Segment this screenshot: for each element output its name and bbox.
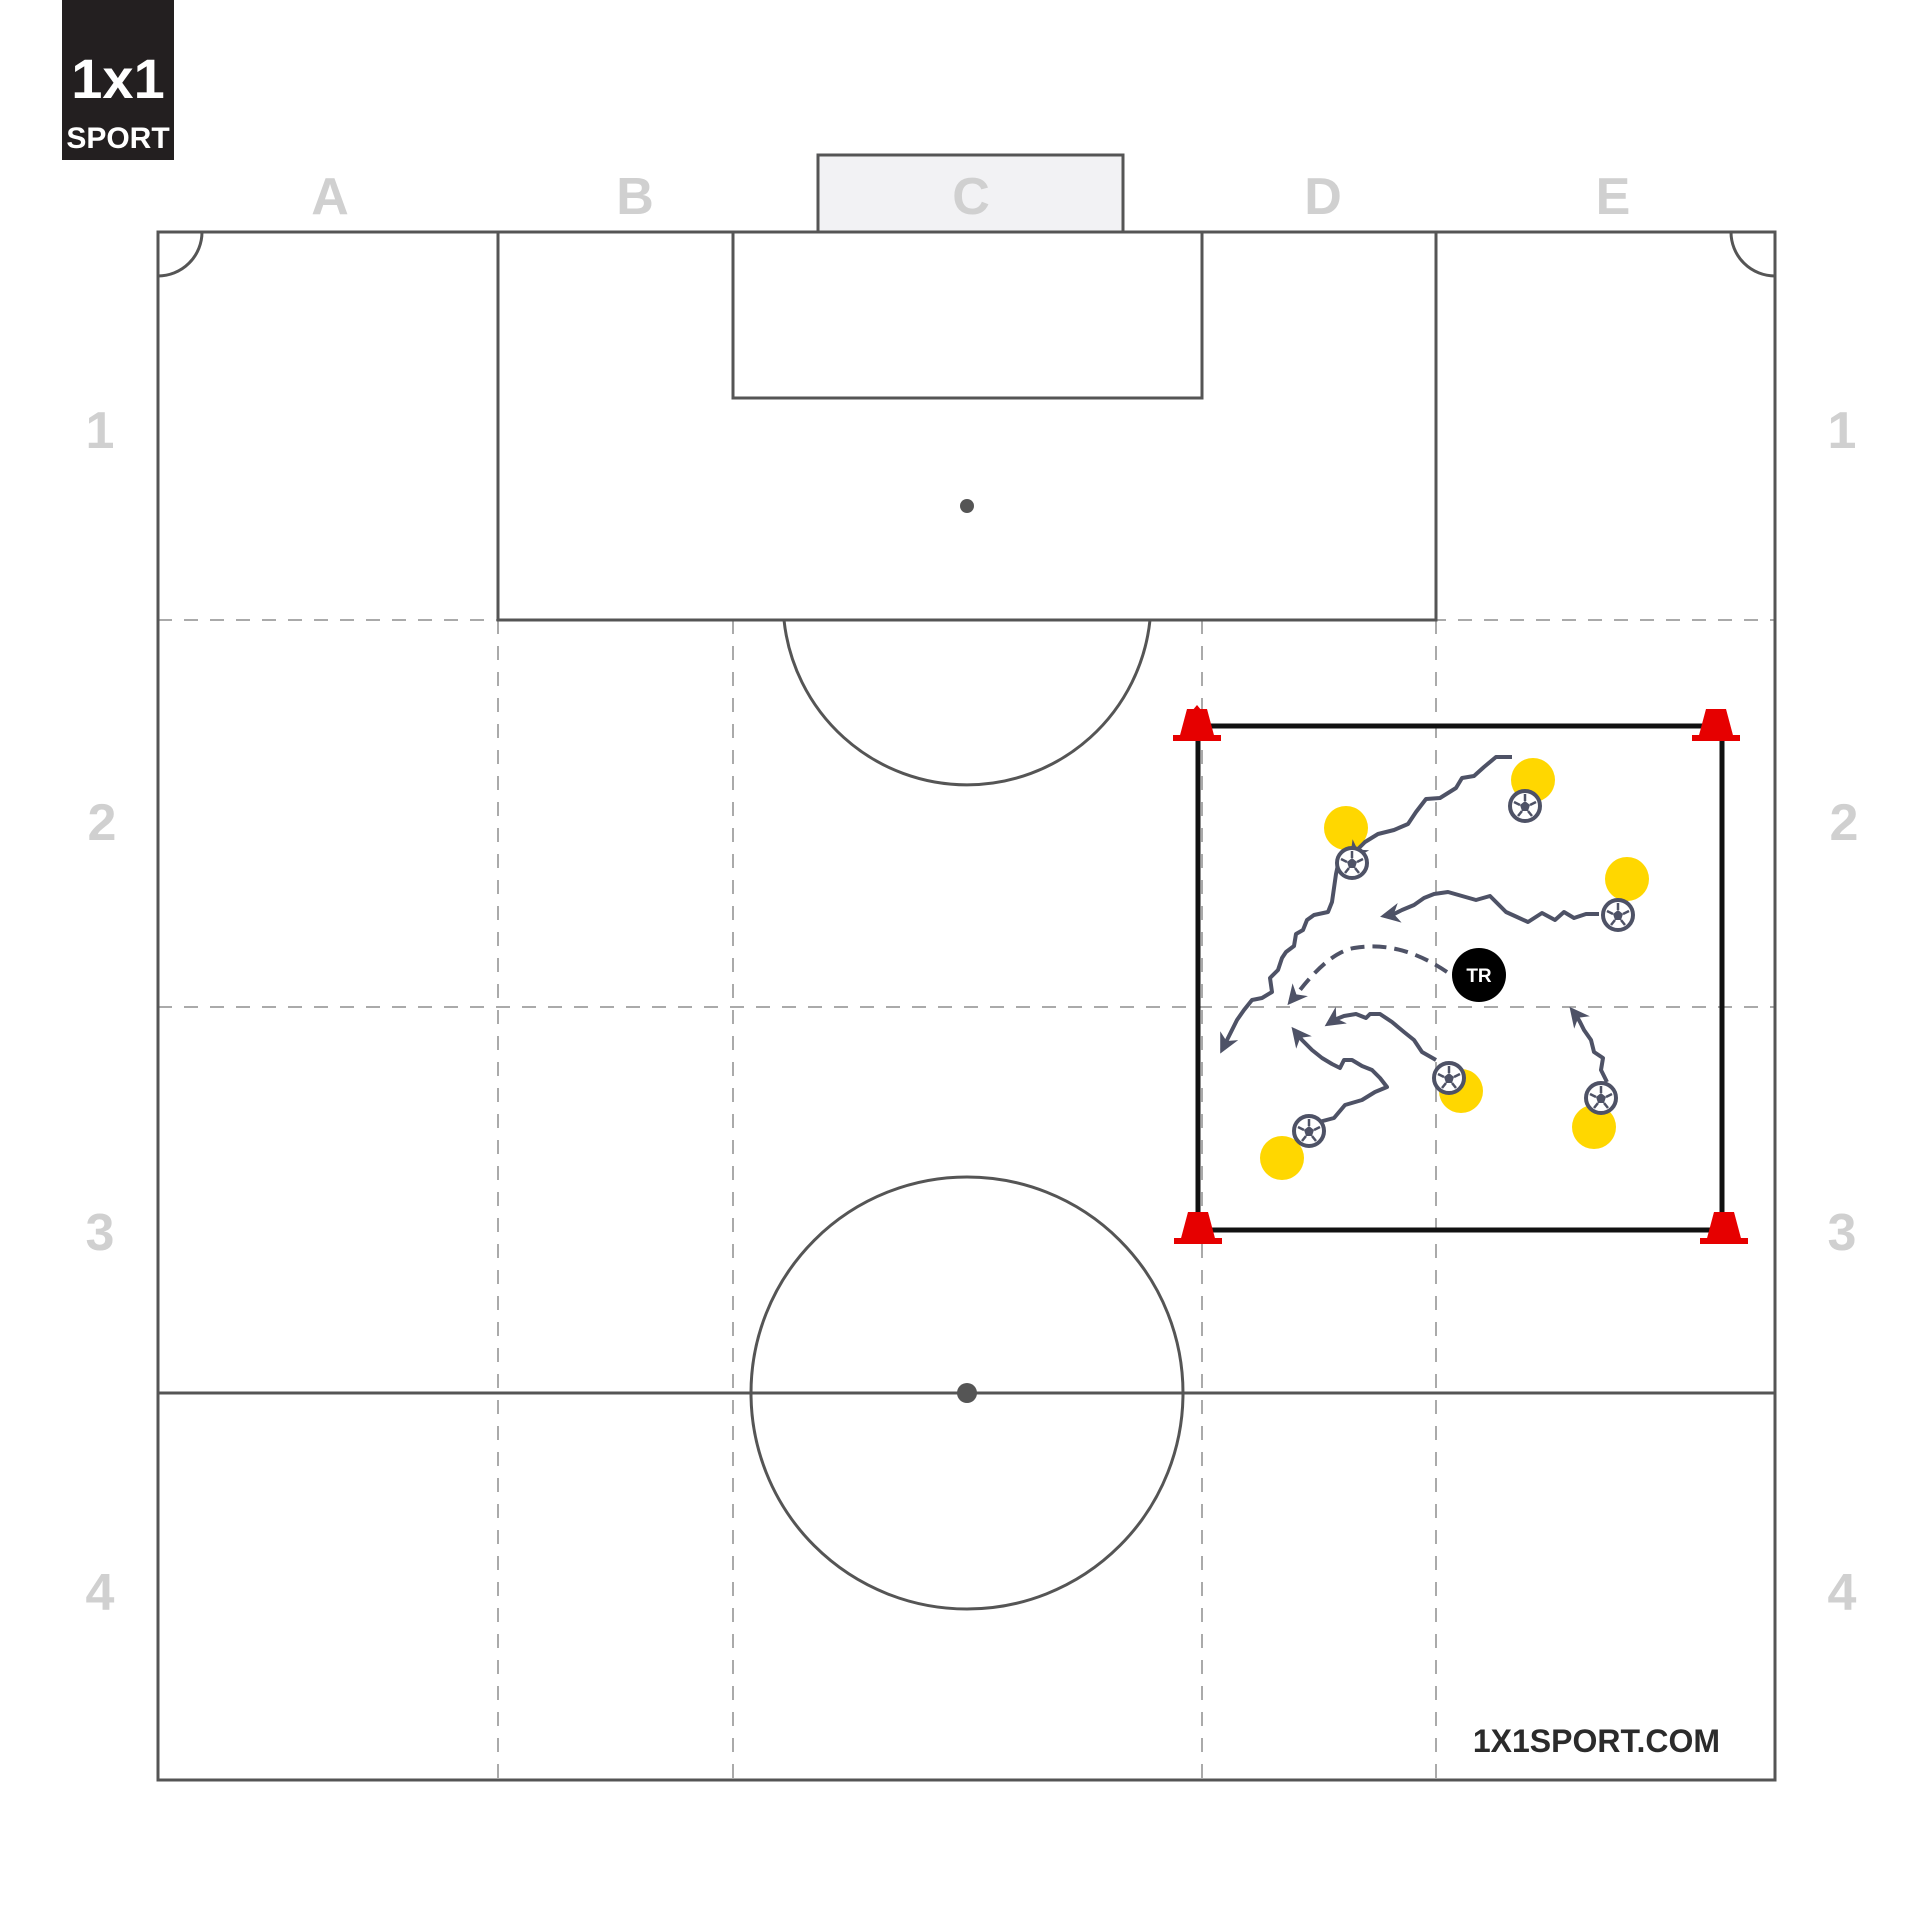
column-label-b: B xyxy=(616,168,654,226)
ball-icon xyxy=(1601,898,1635,932)
dribble-path xyxy=(1380,890,1599,924)
column-labels: A B C D E xyxy=(311,168,1630,226)
player-dot xyxy=(1260,1136,1304,1180)
trainer-label: TR xyxy=(1466,966,1492,987)
penalty-spot xyxy=(960,499,974,513)
row-labels-left: 1 2 3 4 xyxy=(86,402,117,1622)
player-dot xyxy=(1605,857,1649,901)
cones xyxy=(1173,705,1748,1244)
cone-icon xyxy=(1174,1212,1222,1244)
column-label-e: E xyxy=(1596,168,1631,226)
row-label-1-right: 1 xyxy=(1828,402,1857,460)
corner-arc-left xyxy=(157,231,204,278)
player-dot xyxy=(1572,1105,1616,1149)
dribble-paths xyxy=(1220,755,1609,1124)
cone-icon xyxy=(1700,1212,1748,1244)
row-label-4-right: 4 xyxy=(1828,1564,1857,1622)
row-label-1-left: 1 xyxy=(86,402,115,460)
logo-sub: SPORT xyxy=(66,122,169,155)
dribble-path xyxy=(1220,859,1341,1054)
row-label-2-right: 2 xyxy=(1830,794,1859,852)
pitch-lines xyxy=(156,230,1777,1782)
column-label-d: D xyxy=(1304,168,1342,226)
dribble-path xyxy=(1569,1006,1609,1083)
ball-icon xyxy=(1584,1081,1618,1115)
drill-square xyxy=(1195,723,1725,1233)
goal xyxy=(816,153,1125,234)
cone-icon xyxy=(1692,709,1740,741)
penalty-arc xyxy=(782,619,1152,787)
trainer-icon xyxy=(1452,948,1506,1002)
row-labels-right: 1 2 3 4 xyxy=(1828,402,1859,1622)
ball-icon xyxy=(1508,789,1542,823)
row-label-4-left: 4 xyxy=(86,1564,115,1622)
column-label-a: A xyxy=(311,168,349,226)
player-dot xyxy=(1324,806,1368,850)
row-label-3-right: 3 xyxy=(1828,1204,1857,1262)
penalty-area xyxy=(496,230,1438,622)
dribble-path xyxy=(1349,755,1512,862)
center-spot xyxy=(957,1383,977,1403)
dribble-path xyxy=(1324,1006,1437,1062)
cone-icon xyxy=(1173,705,1221,741)
ball-icon xyxy=(1335,846,1369,880)
dribble-path xyxy=(1291,1026,1389,1124)
goal-area xyxy=(731,230,1204,400)
center-circle xyxy=(749,1175,1185,1611)
trainer: TR xyxy=(1452,948,1506,1002)
ball-icon xyxy=(1292,1114,1326,1148)
row-label-3-left: 3 xyxy=(86,1204,115,1262)
corner-arc-right xyxy=(1729,231,1776,278)
row-label-2-left: 2 xyxy=(88,794,117,852)
brand-logo: 1x1 SPORT xyxy=(62,0,174,160)
column-label-c: C xyxy=(952,168,990,226)
ball-icon xyxy=(1432,1061,1466,1095)
website-label: 1X1SPORT.COM xyxy=(1473,1723,1720,1759)
logo-mark: 1x1 xyxy=(71,47,164,110)
trainer-pass-path xyxy=(1287,944,1449,1006)
